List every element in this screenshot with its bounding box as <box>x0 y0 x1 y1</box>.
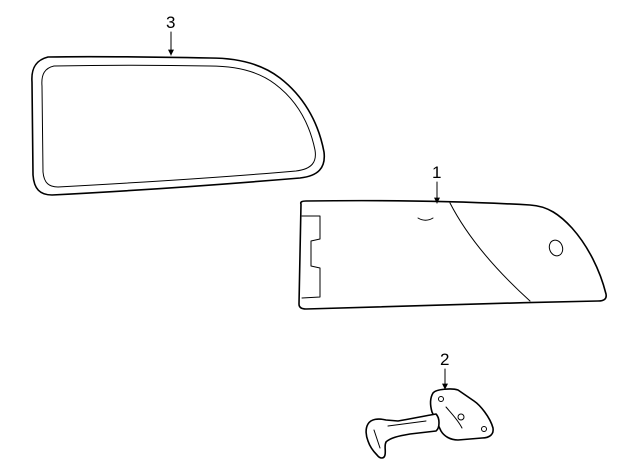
part-3-weatherstrip-seal <box>31 55 326 196</box>
latch-arm-detail <box>387 420 427 427</box>
glass-latch-hole <box>548 239 564 257</box>
latch-knob-detail <box>373 429 381 449</box>
callout-2-label: 2 <box>440 350 449 369</box>
glass-top-mark <box>417 217 434 221</box>
callout-1-label: 1 <box>432 163 441 182</box>
part-1-quarter-glass <box>298 199 607 310</box>
seal-inner-edge <box>41 64 316 188</box>
glass-outline <box>298 199 607 310</box>
latch-screw-hole-right <box>481 426 487 432</box>
latch-handle-arm <box>365 413 440 459</box>
part-2-latch-bracket <box>365 388 494 459</box>
glass-edge-strip <box>301 215 321 299</box>
callout-1: 1 <box>432 163 441 204</box>
latch-plate-fold <box>445 406 463 429</box>
latch-screw-hole-top <box>438 396 444 402</box>
callout-3-label: 3 <box>166 13 175 32</box>
glass-tint-line <box>449 202 531 302</box>
callout-3: 3 <box>166 13 175 56</box>
callout-2: 2 <box>440 350 449 390</box>
seal-outer-edge <box>31 55 326 196</box>
latch-pivot-hole <box>457 413 465 421</box>
